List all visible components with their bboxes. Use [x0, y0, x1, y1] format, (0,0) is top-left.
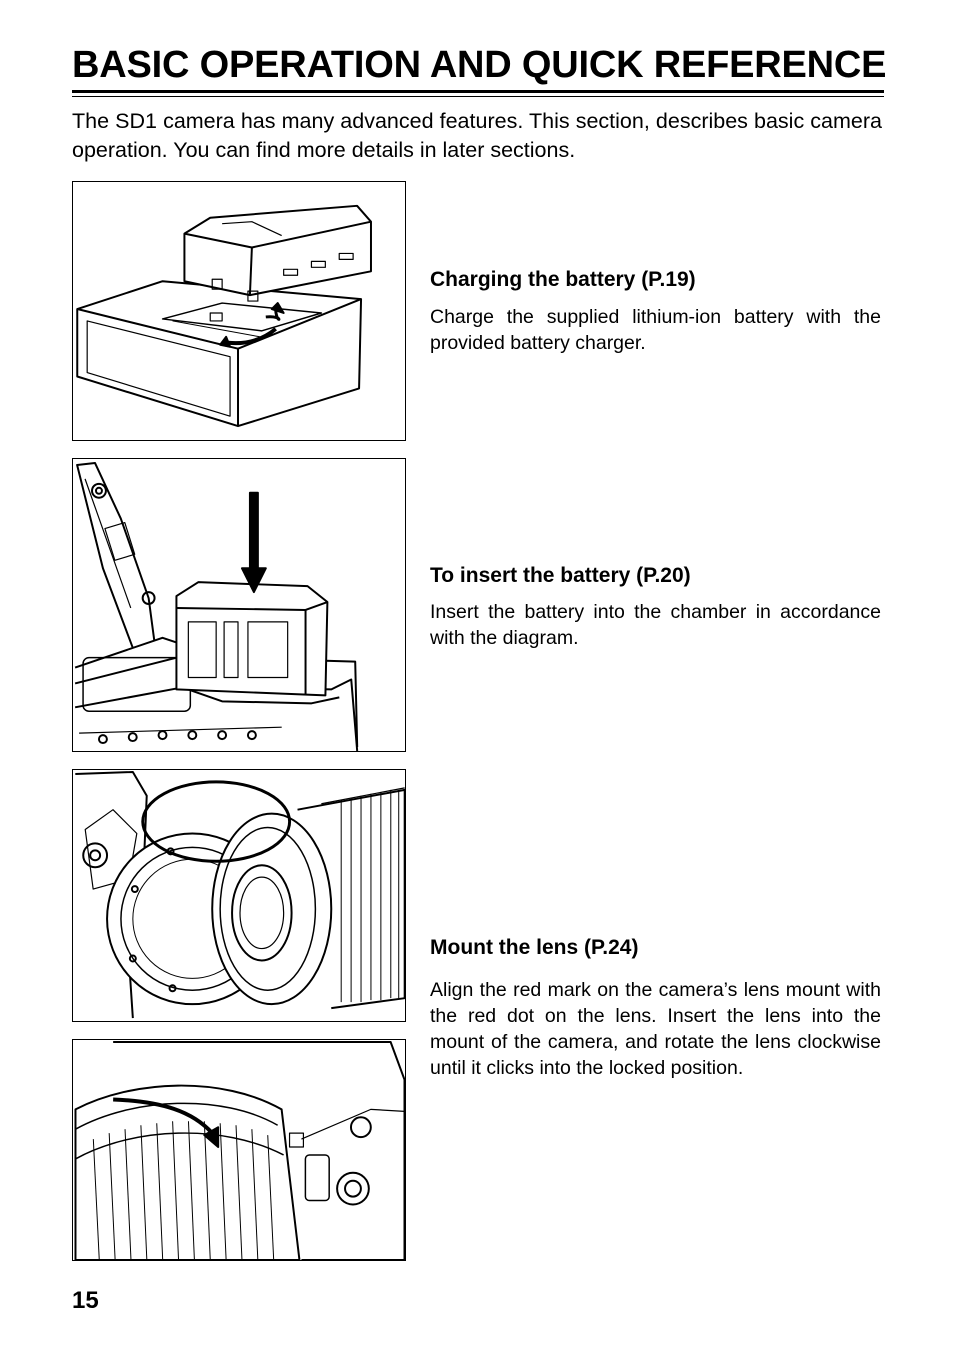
step-insert-battery: To insert the battery (P.20) Insert the …	[430, 562, 881, 651]
step-heading: Charging the battery (P.19)	[430, 268, 696, 291]
lens-rotate-lock-illustration	[74, 1040, 405, 1260]
battery-insertion-figure	[72, 458, 406, 752]
battery-charger-figure	[72, 181, 406, 441]
battery-insertion-illustration	[74, 461, 359, 751]
page-number: 15	[72, 1287, 99, 1314]
step-heading: Mount the lens (P.24)	[430, 936, 639, 959]
page-title: BASIC OPERATION AND QUICK REFERENCE	[72, 44, 887, 86]
step-description: Insert the battery into the chamber in a…	[430, 601, 881, 649]
step-charging-battery: Charging the battery (P.19) Charge the s…	[430, 266, 881, 356]
title-rule-thick	[72, 90, 884, 93]
step-description: Charge the supplied lithium-ion battery …	[430, 306, 881, 354]
title-rule-thin	[72, 96, 884, 97]
lens-rotate-figure	[72, 1039, 406, 1261]
intro-paragraph: The SD1 camera has many advanced feature…	[72, 109, 882, 162]
step-mount-lens: Mount the lens (P.24) Align the red mark…	[430, 934, 881, 1081]
lens-mount-alignment-illustration	[75, 770, 405, 1019]
step-description: Align the red mark on the camera’s lens …	[430, 979, 881, 1079]
lens-mount-figure	[72, 769, 406, 1022]
battery-charger-illustration	[76, 204, 372, 428]
step-heading: To insert the battery (P.20)	[430, 564, 691, 587]
